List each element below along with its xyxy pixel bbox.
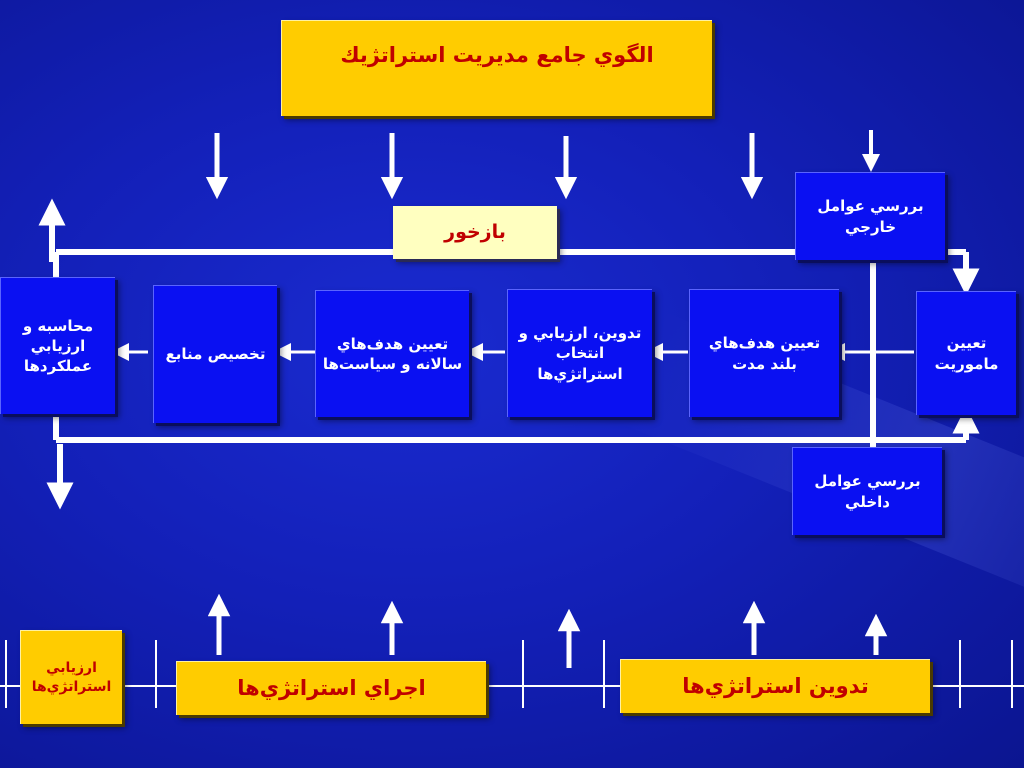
annual-goals-box: تعيين هدف‌هاي سالانه و سياست‌ها	[315, 290, 469, 417]
internal-factors-text: بررسي عوامل داخلي	[814, 472, 921, 511]
mission-box: تعيين ماموريت	[916, 291, 1016, 415]
page-title: الگوي جامع مديريت استراتژيك	[281, 20, 712, 116]
performance-evaluation-box: محاسبه و ارزيابي عملكردها	[0, 277, 115, 414]
evaluation-phase-box: ارزيابي استراتژي‌ها	[20, 630, 122, 724]
strategy-selection-box: تدوين، ارزيابي و انتخاب استراتژي‌ها	[507, 289, 652, 417]
formulation-phase-text: تدوين استراتژي‌ها	[682, 674, 869, 699]
external-factors-box: بررسي عوامل خارجي	[795, 172, 945, 260]
implementation-phase-text: اجراي استراتژي‌ها	[237, 676, 426, 701]
external-factors-text: بررسي عوامل خارجي	[817, 197, 924, 236]
performance-evaluation-text: محاسبه و ارزيابي عملكردها	[22, 316, 94, 376]
formulation-phase-box: تدوين استراتژي‌ها	[620, 659, 930, 713]
long-term-goals-text: تعيين هدف‌هاي بلند مدت	[708, 334, 821, 373]
feedback-label: بازخور	[393, 206, 557, 259]
page-title-text: الگوي جامع مديريت استراتژيك	[340, 43, 654, 67]
resource-allocation-text: تخصيص منابع	[165, 345, 266, 364]
internal-factors-box: بررسي عوامل داخلي	[792, 447, 942, 535]
implementation-phase-box: اجراي استراتژي‌ها	[176, 661, 486, 715]
evaluation-phase-text: ارزيابي استراتژي‌ها	[31, 659, 112, 695]
feedback-label-text: بازخور	[444, 220, 506, 243]
resource-allocation-box: تخصيص منابع	[153, 285, 277, 423]
annual-goals-text: تعيين هدف‌هاي سالانه و سياست‌ها	[322, 334, 463, 373]
mission-text: تعيين ماموريت	[934, 334, 999, 373]
strategy-selection-text: تدوين، ارزيابي و انتخاب استراتژي‌ها	[518, 324, 642, 383]
long-term-goals-box: تعيين هدف‌هاي بلند مدت	[689, 289, 839, 417]
